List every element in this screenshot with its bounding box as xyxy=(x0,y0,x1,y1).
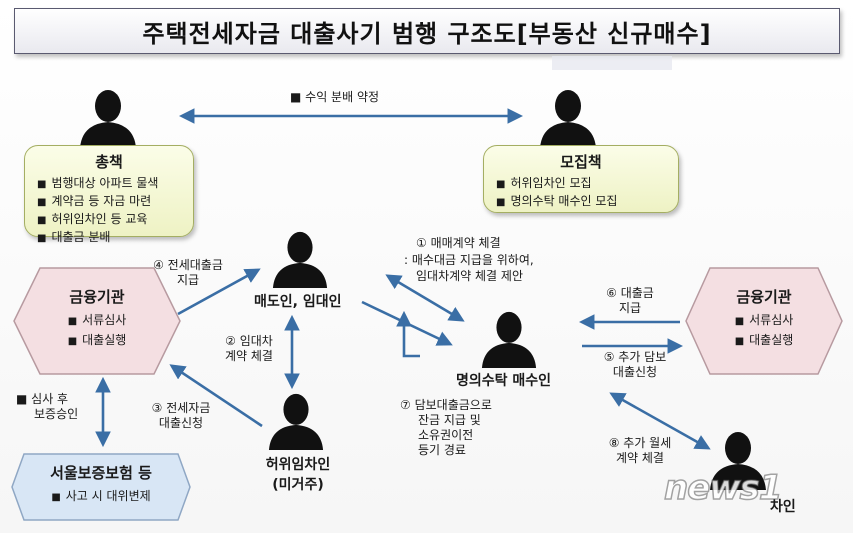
chongchaek-item: 범행대상 아파트 물색 xyxy=(37,175,181,193)
mojipchaek-title: 모집책 xyxy=(560,153,602,171)
arrow-seller-buyer xyxy=(361,300,453,346)
edge-1-title: ① 매매계약 체결 xyxy=(416,236,501,250)
review-approve-label: ■ 심사 후 보증승인 xyxy=(16,392,78,422)
chongchaek-item: 계약금 등 자금 마련 xyxy=(37,193,181,211)
review-line2: 보증승인 xyxy=(34,407,79,421)
edge-8-line2: 계약 체결 xyxy=(616,451,664,465)
edge-1-line2: : 매수대금 지급을 위하여, xyxy=(404,253,534,267)
buyer-label: 명의수탁 매수인 xyxy=(456,373,552,389)
page-title: 주택전세자금 대출사기 범행 구조도[부동산 신규매수] xyxy=(142,19,712,48)
edge-5-line1: ⑤ 추가 담보 xyxy=(603,350,667,364)
monthly-tenant-label-partial: 차인 xyxy=(770,499,796,515)
bank-left-title: 금융기관 xyxy=(69,288,125,306)
edge-3-label: ③ 전세자금 대출신청 xyxy=(138,401,224,431)
mojipchaek-item: 허위임차인 모집 xyxy=(496,175,666,193)
bank-right-text: 금융기관 서류심사 대출실행 xyxy=(684,286,844,351)
mojipchaek-list: 허위임차인 모집 명의수탁 매수인 모집 xyxy=(496,175,666,211)
arrow-8-monthly-rent xyxy=(609,392,711,450)
edge-7-line4: 등기 경료 xyxy=(418,443,466,457)
arrow-7-balance xyxy=(396,310,420,358)
edge-7-line2: 잔금 지급 및 xyxy=(418,413,481,427)
faded-strip xyxy=(552,56,672,70)
bank-right-title: 금융기관 xyxy=(736,288,792,306)
edge-7-line3: 소유권이전 xyxy=(418,428,474,442)
edge-2-line2: 계약 체결 xyxy=(225,349,273,363)
chongchaek-item: 허위임차인 등 교육 xyxy=(37,211,181,229)
chongchaek-list: 범행대상 아파트 물색 계약금 등 자금 마련 허위임차인 등 교육 대출금 분… xyxy=(37,175,181,247)
seller-label: 매도인, 임대인 xyxy=(254,294,342,310)
person-icon-mojipchaek xyxy=(540,90,596,148)
edge-8-label: ⑧ 추가 월세 계약 체결 xyxy=(592,436,688,466)
person-icon-tenant xyxy=(268,393,324,450)
chongchaek-title: 총책 xyxy=(95,153,123,171)
edge-5-label: ⑤ 추가 담보 대출신청 xyxy=(590,350,680,380)
mojipchaek-box: 모집책 허위임차인 모집 명의수탁 매수인 모집 xyxy=(483,145,679,213)
bank-left-text: 금융기관 서류심사 대출실행 xyxy=(12,286,182,351)
edge-3-line1: ③ 전세자금 xyxy=(151,401,211,415)
edge-4-label: ④ 전세대출금 지급 xyxy=(138,258,238,288)
edge-8-line1: ⑧ 추가 월세 xyxy=(608,436,672,450)
chongchaek-box: 총책 범행대상 아파트 물색 계약금 등 자금 마련 허위임차인 등 교육 대출… xyxy=(24,145,194,244)
edge-6-line2: 지급 xyxy=(618,301,642,315)
tenant-sub: (미거주) xyxy=(272,477,324,493)
edge-6-line1: ⑥ 대출금 xyxy=(606,286,654,300)
title-box: 주택전세자금 대출사기 범행 구조도[부동산 신규매수] xyxy=(14,8,840,54)
person-icon-seller xyxy=(272,231,328,288)
bank-left-item: 서류심사 xyxy=(12,311,182,331)
edge-4-line1: ④ 전세대출금 xyxy=(153,258,223,272)
surety-text: 서울보증보험 등 사고 시 대위변제 xyxy=(10,462,192,507)
news1-watermark: news1 xyxy=(663,467,783,509)
surety-item: 사고 시 대위변제 xyxy=(10,487,192,507)
edge-6-label: ⑥ 대출금 지급 xyxy=(590,286,670,316)
edge-2-label: ② 임대차 계약 체결 xyxy=(214,334,284,364)
profit-share-label: ■ 수익 분배 약정 xyxy=(290,90,380,104)
person-icon-monthly-tenant xyxy=(710,432,766,490)
arrow-3-loan-apply xyxy=(169,364,263,428)
arrow-1-sale xyxy=(385,274,465,322)
person-icon-chongchaek xyxy=(80,90,136,148)
mojipchaek-item: 명의수탁 매수인 모집 xyxy=(496,193,666,211)
edge-3-line2: 대출신청 xyxy=(158,416,204,430)
edge-5-line2: 대출신청 xyxy=(612,365,658,379)
tenant-name: 허위임차인 xyxy=(265,457,331,473)
edge-4-line2: 지급 xyxy=(176,273,200,287)
arrow-4-loan-payout xyxy=(177,268,261,316)
chongchaek-item: 대출금 분배 xyxy=(37,229,181,247)
edge-2-line1: ② 임대차 xyxy=(225,334,273,348)
surety-title: 서울보증보험 등 xyxy=(50,464,152,482)
edge-7-label: ⑦ 담보대출금으로 잔금 지급 및 소유권이전 등기 경료 xyxy=(400,398,492,458)
edge-7-line1: ⑦ 담보대출금으로 xyxy=(400,398,492,412)
bank-right-item: 대출실행 xyxy=(684,331,844,351)
bank-left-item: 대출실행 xyxy=(12,331,182,351)
review-line1: ■ 심사 후 xyxy=(16,392,69,406)
tenant-label: 허위임차인 (미거주) xyxy=(258,454,338,494)
bank-right-item: 서류심사 xyxy=(684,311,844,331)
edge-1-line3: 임대차계약 체결 제안 xyxy=(416,269,523,283)
person-icon-buyer xyxy=(481,311,537,368)
